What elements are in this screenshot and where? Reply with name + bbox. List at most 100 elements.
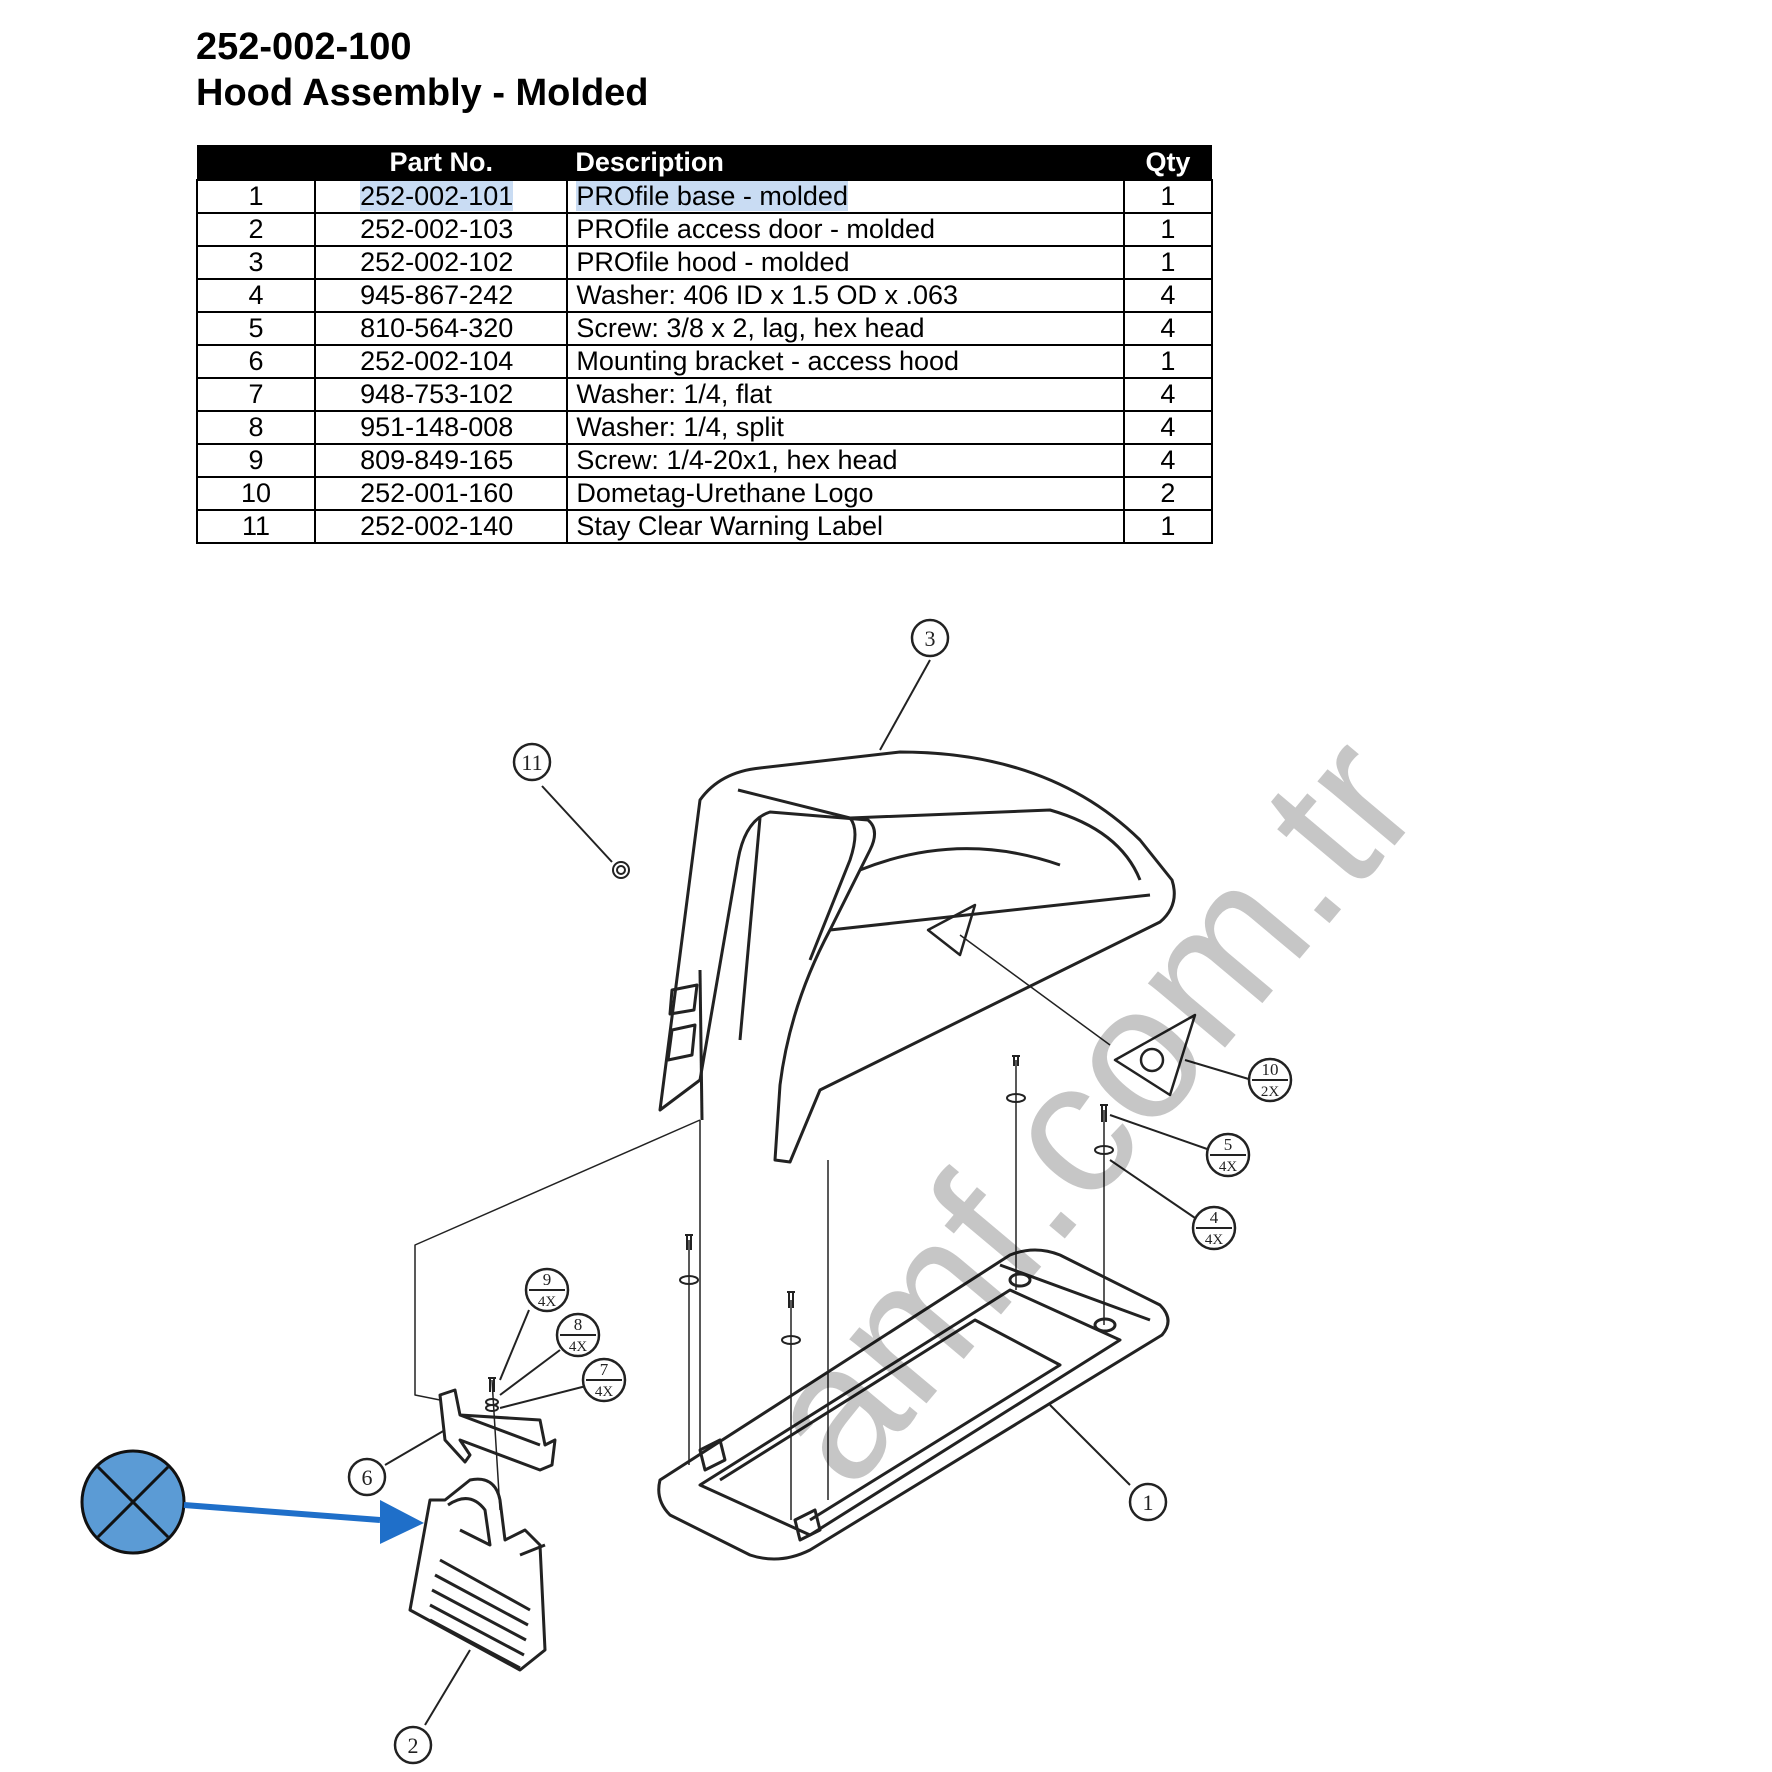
cell-desc: Washer: 406 ID x 1.5 OD x .063 bbox=[566, 278, 1125, 313]
title-block: 252-002-100 Hood Assembly - Molded bbox=[196, 24, 649, 116]
cell-desc: Screw: 1/4-20x1, hex head bbox=[566, 443, 1125, 478]
balloon-7: 7 4X bbox=[581, 1357, 627, 1403]
cell-qty: 1 bbox=[1122, 212, 1214, 247]
cell-qty: 4 bbox=[1122, 377, 1214, 412]
balloon-4-qty: 4X bbox=[1205, 1232, 1224, 1248]
col-description: Description bbox=[567, 145, 1124, 180]
cell-part: 252-001-160 bbox=[314, 476, 569, 511]
balloon-7-qty: 4X bbox=[595, 1384, 614, 1400]
cell-qty: 4 bbox=[1122, 443, 1214, 478]
cell-part: 945-867-242 bbox=[314, 278, 569, 313]
balloon-11-label: 11 bbox=[521, 750, 542, 775]
logo-tag-part bbox=[1113, 1013, 1197, 1097]
table-row: 7 948-753-102 Washer: 1/4, flat 4 bbox=[195, 377, 1214, 412]
balloon-10-number: 10 bbox=[1262, 1060, 1279, 1079]
leader-lines bbox=[384, 659, 1253, 1726]
col-part-no: Part No. bbox=[315, 145, 568, 180]
crossed-circle-icon bbox=[80, 1449, 186, 1555]
cell-part: 252-002-101 bbox=[314, 179, 569, 214]
cell-desc: PROfile base - molded bbox=[566, 179, 1125, 214]
cell-qty: 1 bbox=[1122, 344, 1214, 379]
alignment-lines bbox=[414, 934, 1111, 1520]
balloon-8: 8 4X bbox=[555, 1312, 601, 1358]
cell-part: 951-148-008 bbox=[314, 410, 569, 445]
cell-item: 11 bbox=[195, 509, 317, 544]
balloon-5-number: 5 bbox=[1224, 1135, 1233, 1154]
cell-desc: Screw: 3/8 x 2, lag, hex head bbox=[566, 311, 1125, 346]
highlighted-part: 252-002-101 bbox=[360, 181, 514, 211]
base-part bbox=[657, 1248, 1170, 1561]
cell-item: 10 bbox=[195, 476, 317, 511]
table-row: 4 945-867-242 Washer: 406 ID x 1.5 OD x … bbox=[195, 278, 1214, 313]
cell-item: 6 bbox=[195, 344, 317, 379]
bracket-part bbox=[438, 1388, 557, 1472]
hardware bbox=[485, 861, 1114, 1412]
balloon-1-label: 1 bbox=[1143, 1490, 1154, 1515]
table-row: 2 252-002-103 PROfile access door - mold… bbox=[195, 212, 1214, 247]
cell-qty: 1 bbox=[1122, 509, 1214, 544]
col-qty: Qty bbox=[1123, 145, 1212, 180]
cell-qty: 1 bbox=[1122, 179, 1214, 214]
cell-part: 948-753-102 bbox=[314, 377, 569, 412]
balloon-3: 3 bbox=[910, 618, 950, 658]
balloon-10: 10 2X bbox=[1247, 1057, 1293, 1103]
balloon-11: 11 bbox=[512, 742, 552, 782]
cell-item: 4 bbox=[195, 278, 317, 313]
table-row: 6 252-002-104 Mounting bracket - access … bbox=[195, 344, 1214, 379]
cell-part: 810-564-320 bbox=[314, 311, 569, 346]
cell-desc: PROfile access door - molded bbox=[566, 212, 1125, 247]
balloon-9-qty: 4X bbox=[538, 1294, 557, 1310]
access-door-part bbox=[408, 1477, 547, 1672]
hood-logo bbox=[926, 903, 977, 957]
cell-item: 8 bbox=[195, 410, 317, 445]
balloon-2-label: 2 bbox=[408, 1733, 419, 1758]
cell-qty: 1 bbox=[1122, 245, 1214, 280]
balloon-7-number: 7 bbox=[600, 1360, 609, 1379]
cell-desc: Mounting bracket - access hood bbox=[566, 344, 1125, 379]
parts-table: Part No. Description Qty 1 252-002-101 P… bbox=[195, 145, 1214, 544]
balloon-1: 1 bbox=[1128, 1482, 1168, 1522]
cell-desc: Washer: 1/4, split bbox=[566, 410, 1125, 445]
cell-item: 7 bbox=[195, 377, 317, 412]
balloon-5: 5 4X bbox=[1205, 1132, 1251, 1178]
col-item bbox=[197, 145, 316, 180]
cell-item: 2 bbox=[195, 212, 317, 247]
balloon-9-number: 9 bbox=[543, 1270, 552, 1289]
table-row: 5 810-564-320 Screw: 3/8 x 2, lag, hex h… bbox=[195, 311, 1214, 346]
cell-desc: Washer: 1/4, flat bbox=[566, 377, 1125, 412]
balloon-3-label: 3 bbox=[925, 626, 936, 651]
cell-item: 5 bbox=[195, 311, 317, 346]
cell-qty: 4 bbox=[1122, 311, 1214, 346]
cell-desc: Stay Clear Warning Label bbox=[566, 509, 1125, 544]
balloon-9: 9 4X bbox=[524, 1267, 570, 1313]
cell-qty: 4 bbox=[1122, 278, 1214, 313]
assembly-number: 252-002-100 bbox=[196, 26, 412, 68]
balloon-4: 4 4X bbox=[1191, 1205, 1237, 1251]
cell-item: 9 bbox=[195, 443, 317, 478]
table-row: 9 809-849-165 Screw: 1/4-20x1, hex head … bbox=[195, 443, 1214, 478]
cell-qty: 2 bbox=[1122, 476, 1214, 511]
balloon-6: 6 bbox=[347, 1457, 387, 1497]
balloon-8-qty: 4X bbox=[569, 1339, 588, 1355]
balloon-5-qty: 4X bbox=[1219, 1159, 1238, 1175]
cell-desc: Dometag-Urethane Logo bbox=[566, 476, 1125, 511]
cell-part: 809-849-165 bbox=[314, 443, 569, 478]
arrow-right-icon bbox=[183, 1500, 424, 1544]
table-row: 11 252-002-140 Stay Clear Warning Label … bbox=[195, 509, 1214, 544]
cell-item: 3 bbox=[195, 245, 317, 280]
table-row: 1 252-002-101 PROfile base - molded 1 bbox=[195, 179, 1214, 214]
cell-part: 252-002-104 bbox=[314, 344, 569, 379]
cell-qty: 4 bbox=[1122, 410, 1214, 445]
cell-part: 252-002-103 bbox=[314, 212, 569, 247]
balloon-6-label: 6 bbox=[362, 1465, 373, 1490]
cell-item: 1 bbox=[195, 179, 317, 214]
balloon-8-number: 8 bbox=[574, 1315, 583, 1334]
table-row: 8 951-148-008 Washer: 1/4, split 4 bbox=[195, 410, 1214, 445]
balloon-2: 2 bbox=[393, 1725, 433, 1765]
cell-desc: PROfile hood - molded bbox=[566, 245, 1125, 280]
table-header-row: Part No. Description Qty bbox=[197, 145, 1212, 180]
cell-part: 252-002-140 bbox=[314, 509, 569, 544]
assembly-name: Hood Assembly - Molded bbox=[196, 72, 649, 114]
balloon-4-number: 4 bbox=[1210, 1208, 1219, 1227]
